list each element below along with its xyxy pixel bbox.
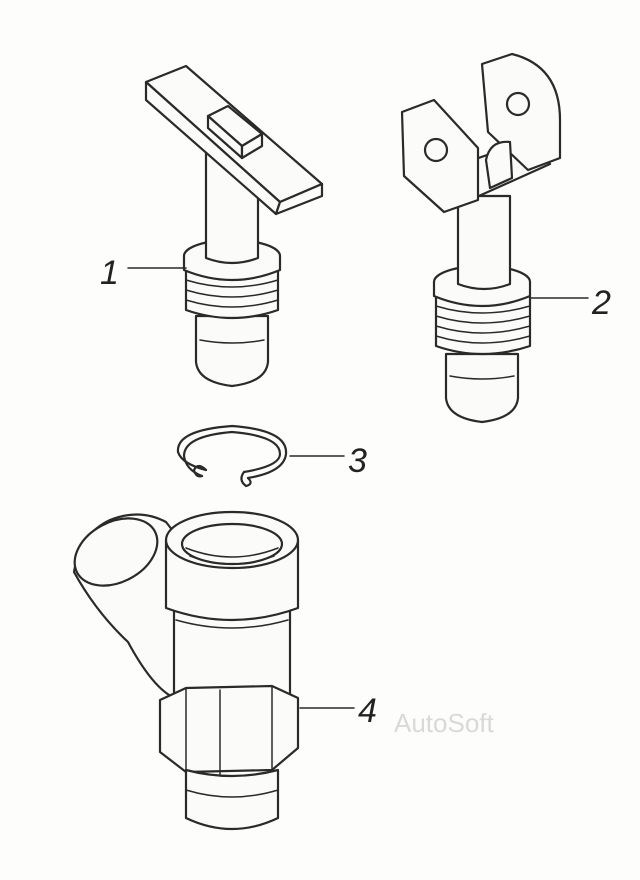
part-4-y-body-housing: [72, 510, 355, 831]
callout-3: 3: [348, 442, 367, 480]
watermark: AutoSoft: [394, 708, 495, 738]
part-1-valve-t-handle: [127, 64, 324, 388]
callout-4: 4: [358, 692, 377, 730]
callout-2: 2: [591, 284, 611, 322]
part-2-valve-clevis: [400, 52, 589, 424]
part-3-retaining-ring: [176, 424, 345, 488]
callout-1: 1: [100, 254, 119, 292]
